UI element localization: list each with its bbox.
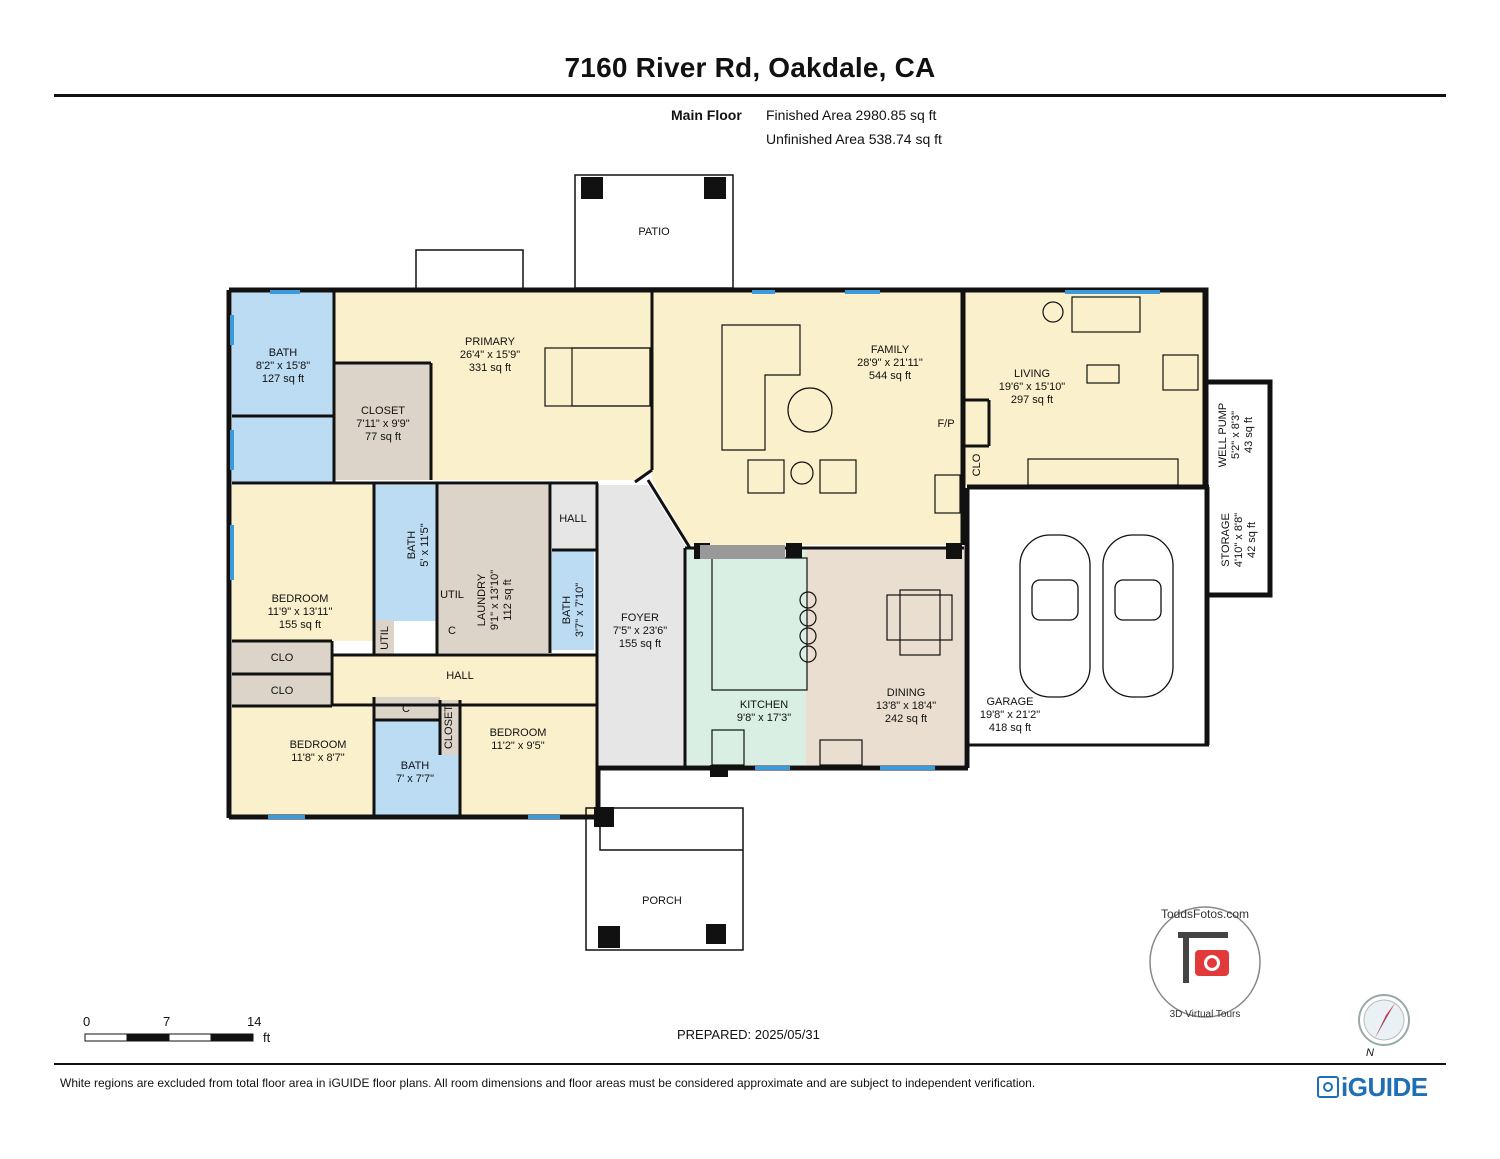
label-closet-primary: CLOSET <box>361 405 405 417</box>
disclaimer: White regions are excluded from total fl… <box>60 1076 1036 1090</box>
svg-text:42 sq ft: 42 sq ft <box>1246 522 1258 558</box>
label-closet-bed: CLOSET <box>443 705 455 749</box>
label-bath-hall: BATH <box>406 531 418 560</box>
svg-text:127 sq ft: 127 sq ft <box>262 373 304 385</box>
label-bedroom-sw: BEDROOM <box>290 739 347 751</box>
svg-text:9'1" x 13'10": 9'1" x 13'10" <box>489 570 501 630</box>
label-c-hall: C <box>402 703 410 715</box>
label-family: FAMILY <box>871 344 910 356</box>
svg-text:112 sq ft: 112 sq ft <box>502 579 514 620</box>
label-well-pump: WELL PUMP <box>1217 403 1229 467</box>
scale-label-0: 0 <box>83 1014 91 1029</box>
svg-text:544 sq ft: 544 sq ft <box>869 370 911 382</box>
watermark-top-text: ToddsFotos.com <box>1161 907 1249 921</box>
svg-text:3'7" x 7'10": 3'7" x 7'10" <box>574 583 586 637</box>
svg-text:5'2" x 8'3": 5'2" x 8'3" <box>1230 411 1242 459</box>
scale-unit: ft <box>263 1030 271 1045</box>
label-laundry: LAUNDRY <box>476 573 488 626</box>
label-hall-main: HALL <box>446 670 474 682</box>
label-bath-small: BATH <box>561 596 573 625</box>
compass-icon: N <box>1358 994 1410 1059</box>
svg-text:7'11" x 9'9": 7'11" x 9'9" <box>356 418 409 430</box>
svg-text:418 sq ft: 418 sq ft <box>989 722 1031 734</box>
label-clo-family: CLO <box>971 453 983 476</box>
label-porch: PORCH <box>642 895 682 907</box>
family-furniture <box>544 296 1199 514</box>
brand-name: iGUIDE <box>1341 1072 1428 1102</box>
svg-text:28'9" x 21'11": 28'9" x 21'11" <box>857 357 923 369</box>
page-title: 7160 River Rd, Oakdale, CA <box>564 52 936 83</box>
label-fp: F/P <box>937 418 954 430</box>
svg-text:43 sq ft: 43 sq ft <box>1243 417 1255 453</box>
svg-text:26'4" x 15'9": 26'4" x 15'9" <box>460 349 520 361</box>
svg-text:77 sq ft: 77 sq ft <box>365 431 401 443</box>
label-c-laundry: C <box>448 625 456 637</box>
scale-bar <box>84 1033 254 1042</box>
svg-text:13'8" x 18'4": 13'8" x 18'4" <box>876 700 936 712</box>
windows <box>230 290 1160 819</box>
svg-text:11'9" x 13'11": 11'9" x 13'11" <box>268 606 333 618</box>
label-bath-primary: BATH <box>269 347 298 359</box>
label-bedroom-s: BEDROOM <box>490 727 547 739</box>
label-clo-1: CLO <box>271 652 294 664</box>
svg-text:7' x 7'7": 7' x 7'7" <box>396 773 434 785</box>
label-clo-2: CLO <box>271 685 294 697</box>
svg-text:297 sq ft: 297 sq ft <box>1011 394 1053 406</box>
header-rule <box>54 94 1446 97</box>
finished-area: Finished Area 2980.85 sq ft <box>766 107 937 123</box>
compass-label: N <box>1366 1047 1374 1059</box>
svg-text:331 sq ft: 331 sq ft <box>469 362 511 374</box>
label-kitchen: KITCHEN <box>740 699 788 711</box>
watermark-camera-icon: ToddsFotos.com 3D Virtual Tours <box>1149 906 1261 1020</box>
svg-text:242 sq ft: 242 sq ft <box>885 713 927 725</box>
unfinished-area: Unfinished Area 538.74 sq ft <box>766 131 942 147</box>
garage-cars <box>1019 534 1174 698</box>
svg-text:19'6" x 15'10": 19'6" x 15'10" <box>999 381 1066 393</box>
footer-rule <box>54 1063 1446 1065</box>
interior-walls <box>232 292 1206 817</box>
label-bedroom-west: BEDROOM <box>272 593 329 605</box>
svg-text:8'2" x 15'8": 8'2" x 15'8" <box>256 360 310 372</box>
svg-text:11'2" x 9'5": 11'2" x 9'5" <box>491 740 544 752</box>
label-patio: PATIO <box>638 226 670 238</box>
scale-label-14: 14 <box>247 1014 262 1029</box>
label-dining: DINING <box>887 687 926 699</box>
watermark-bottom-text: 3D Virtual Tours <box>1170 1009 1241 1020</box>
iguide-logo-icon: iGUIDE <box>1317 1072 1428 1103</box>
floor-name: Main Floor <box>671 107 742 123</box>
svg-text:7'5" x 23'6": 7'5" x 23'6" <box>613 625 667 637</box>
scale-label-7: 7 <box>163 1014 171 1029</box>
label-hall-north: HALL <box>559 513 587 525</box>
kitchen-fixtures <box>700 545 953 766</box>
label-util-a: UTIL <box>440 589 464 601</box>
svg-text:9'8" x 17'3": 9'8" x 17'3" <box>737 712 791 724</box>
room-labels: PATIO PORCH BATH 8'2" x 15'8" 127 sq ft … <box>256 226 1258 907</box>
svg-text:11'8" x 8'7": 11'8" x 8'7" <box>291 752 344 764</box>
label-living: LIVING <box>1014 368 1050 380</box>
svg-text:4'10" x 8'8": 4'10" x 8'8" <box>1233 513 1245 567</box>
label-bath-south: BATH <box>401 760 430 772</box>
label-storage: STORAGE <box>1220 513 1232 567</box>
svg-text:5' x 11'5": 5' x 11'5" <box>419 523 431 566</box>
label-util-b: UTIL <box>379 626 391 650</box>
svg-text:155 sq ft: 155 sq ft <box>279 619 321 631</box>
svg-text:19'8" x 21'2": 19'8" x 21'2" <box>980 709 1040 721</box>
label-foyer: FOYER <box>621 612 659 624</box>
label-garage: GARAGE <box>986 696 1033 708</box>
svg-text:155 sq ft: 155 sq ft <box>619 638 661 650</box>
label-primary: PRIMARY <box>465 336 516 348</box>
prepared-date: PREPARED: 2025/05/31 <box>677 1027 820 1042</box>
